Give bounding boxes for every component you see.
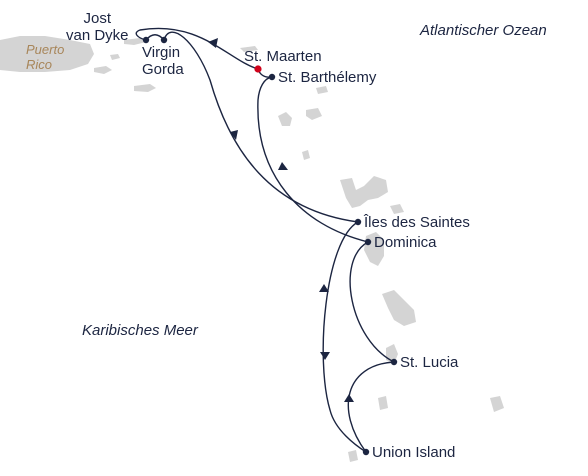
sea-label-atlantic: Atlantischer Ozean (420, 22, 547, 39)
route-st-lucia-to-dominica (349, 241, 395, 363)
land-label-line: Rico (26, 57, 53, 72)
port-markers (142, 36, 398, 456)
port-label-line: Jost (83, 10, 112, 27)
port-label-iles-des-saintes: Îles des Saintes (364, 214, 470, 231)
cruise-route (135, 27, 395, 453)
land-label-puerto-rico: Puerto Rico (26, 42, 64, 72)
route-union-to-st-lucia (347, 361, 395, 453)
land-masses (0, 36, 504, 462)
port-dot-st-barthelemy (268, 73, 276, 81)
port-label-union-island: Union Island (372, 444, 456, 461)
arrow-icon (230, 130, 238, 140)
anguilla-island (240, 46, 258, 52)
port-dot-jost-van-dyke (142, 36, 150, 44)
route-saintes-to-union (322, 221, 367, 453)
montserrat-island (302, 150, 310, 160)
sea-label-caribbean: Karibisches Meer (82, 322, 198, 339)
vieques-island (94, 66, 112, 74)
guadeloupe-island (340, 176, 388, 208)
martinique-island (382, 290, 416, 326)
port-label-virgin-gorda: Virgin Gorda (142, 44, 184, 78)
port-label-st-lucia: St. Lucia (400, 354, 459, 371)
arrow-icon (208, 38, 218, 48)
arrow-icon (319, 284, 329, 292)
st-vincent-island (378, 396, 388, 410)
port-label-line: Virgin (142, 44, 181, 61)
culebra-island (110, 54, 120, 60)
port-dot-st-lucia (390, 358, 398, 366)
barbuda-island (316, 86, 328, 94)
direction-arrows (208, 38, 354, 402)
barbados-island (490, 396, 504, 412)
port-dot-union-island (362, 448, 370, 456)
antigua-island (306, 108, 322, 120)
arrow-icon (278, 162, 288, 170)
port-label-st-barthelemy: St. Barthélemy (278, 69, 377, 86)
port-label-dominica: Dominica (374, 234, 437, 251)
port-dot-iles-des-saintes (354, 218, 362, 226)
route-dominica-to-st-barth (257, 76, 369, 243)
port-label-line: Gorda (142, 61, 184, 78)
port-dot-dominica (364, 238, 372, 246)
virgin-islands (124, 38, 146, 45)
arrow-icon (320, 352, 330, 360)
arrow-icon (344, 394, 354, 402)
port-dot-st-maarten (254, 65, 262, 73)
port-label-st-maarten: St. Maarten (244, 48, 322, 65)
marie-galante-island (390, 204, 404, 214)
grenada-island (348, 450, 358, 462)
st-croix-island (134, 84, 156, 92)
route-virgin-to-saintes (163, 31, 359, 223)
puerto-rico-island (0, 36, 94, 72)
port-dot-virgin-gorda (160, 36, 168, 44)
port-label-line: van Dyke (66, 27, 129, 44)
land-label-line: Puerto (26, 42, 65, 57)
port-label-jost-van-dyke: Jost van Dyke (66, 10, 129, 44)
route-st-maarten-to-jost (135, 27, 259, 70)
st-kitts-island (278, 112, 292, 126)
